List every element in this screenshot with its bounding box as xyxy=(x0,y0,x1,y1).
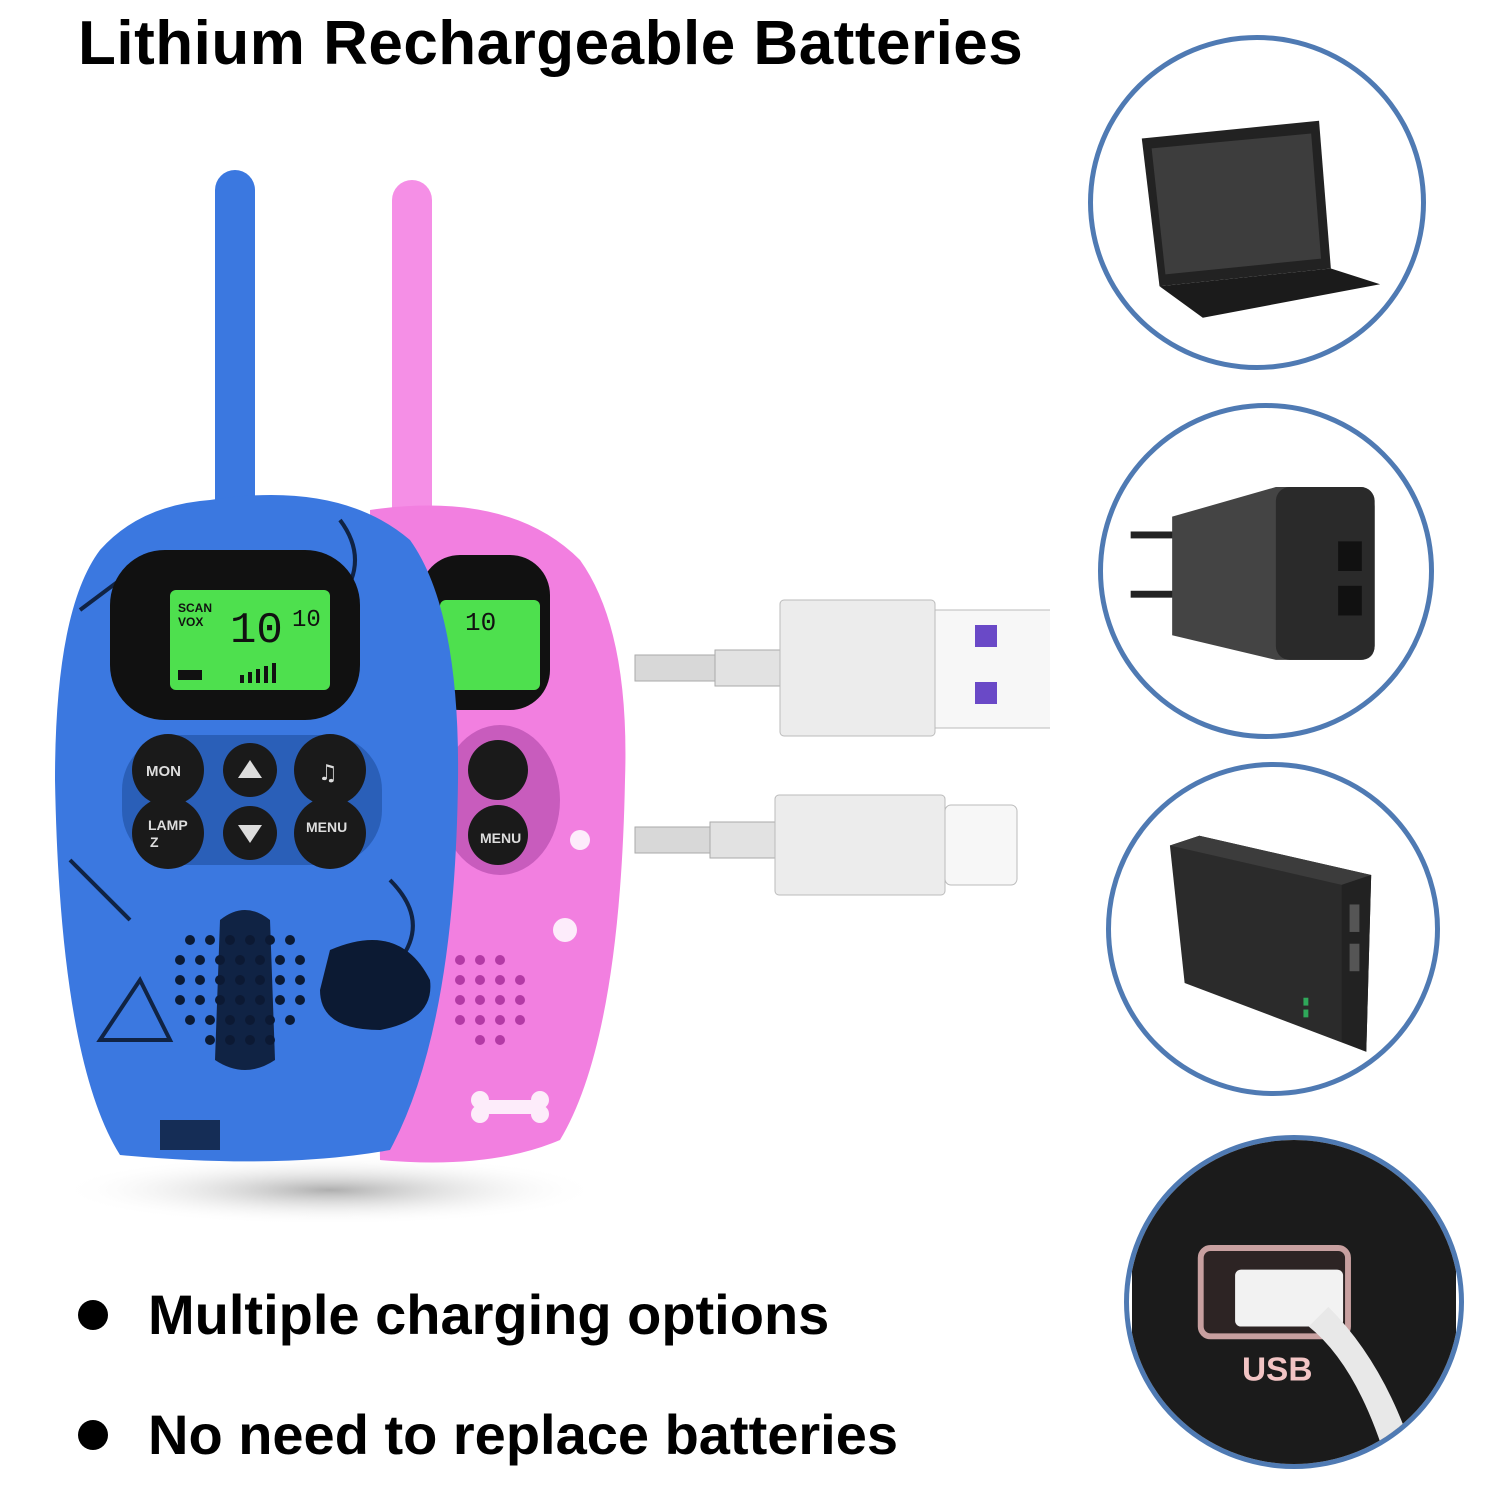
lcd-channel: 10 xyxy=(230,606,283,656)
wall-charger-icon xyxy=(1130,487,1375,660)
bullet-icon xyxy=(78,1420,108,1450)
lcd-scan-label: SCAN xyxy=(178,601,212,615)
feature-item: Multiple charging options xyxy=(78,1270,898,1390)
bullet-icon xyxy=(78,1300,108,1330)
page-title: Lithium Rechargeable Batteries xyxy=(78,9,1024,78)
down-arrow-icon xyxy=(238,825,262,843)
lcd-sub-channel: 10 xyxy=(292,607,321,634)
power-bank-circle xyxy=(1106,762,1440,1096)
power-bank-icon xyxy=(1169,835,1372,1052)
feature-item: No need to replace batteries xyxy=(78,1390,898,1510)
battery-indicator-icon xyxy=(178,670,202,680)
feature-text: Multiple charging options xyxy=(148,1283,830,1346)
walkie-talkie-pair-image: 10 MENU SCAN VOX 10 xyxy=(55,170,626,1225)
menu-button-label: MENU xyxy=(306,819,347,835)
wall-charger-circle xyxy=(1098,403,1434,739)
laptop-icon xyxy=(1141,120,1381,318)
up-arrow-icon xyxy=(238,760,262,778)
music-lock-icon: ♫ xyxy=(318,761,338,786)
usb-port-icon: USB xyxy=(1132,1140,1456,1464)
laptop-circle xyxy=(1088,35,1426,370)
blue-walkie-talkie: SCAN VOX 10 10 MON LAMP Z ♫ MENU xyxy=(55,170,459,1162)
usb-c-cable xyxy=(634,794,1018,896)
pink-menu-label: MENU xyxy=(480,830,521,846)
usb-label: USB xyxy=(1242,1352,1312,1389)
feature-text: No need to replace batteries xyxy=(148,1403,899,1466)
usb-port-circle: USB xyxy=(1124,1135,1464,1469)
lamp-button-label: LAMP xyxy=(148,817,188,833)
lamp-button-sub: Z xyxy=(150,834,159,850)
usb-cables-image xyxy=(634,599,1050,896)
mon-button-label: MON xyxy=(146,763,181,780)
lcd-vox-label: VOX xyxy=(178,615,203,629)
feature-list: Multiple charging options No need to rep… xyxy=(78,1270,898,1510)
usb-a-cable xyxy=(634,599,1050,737)
pink-lcd-channel: 10 xyxy=(465,608,496,638)
